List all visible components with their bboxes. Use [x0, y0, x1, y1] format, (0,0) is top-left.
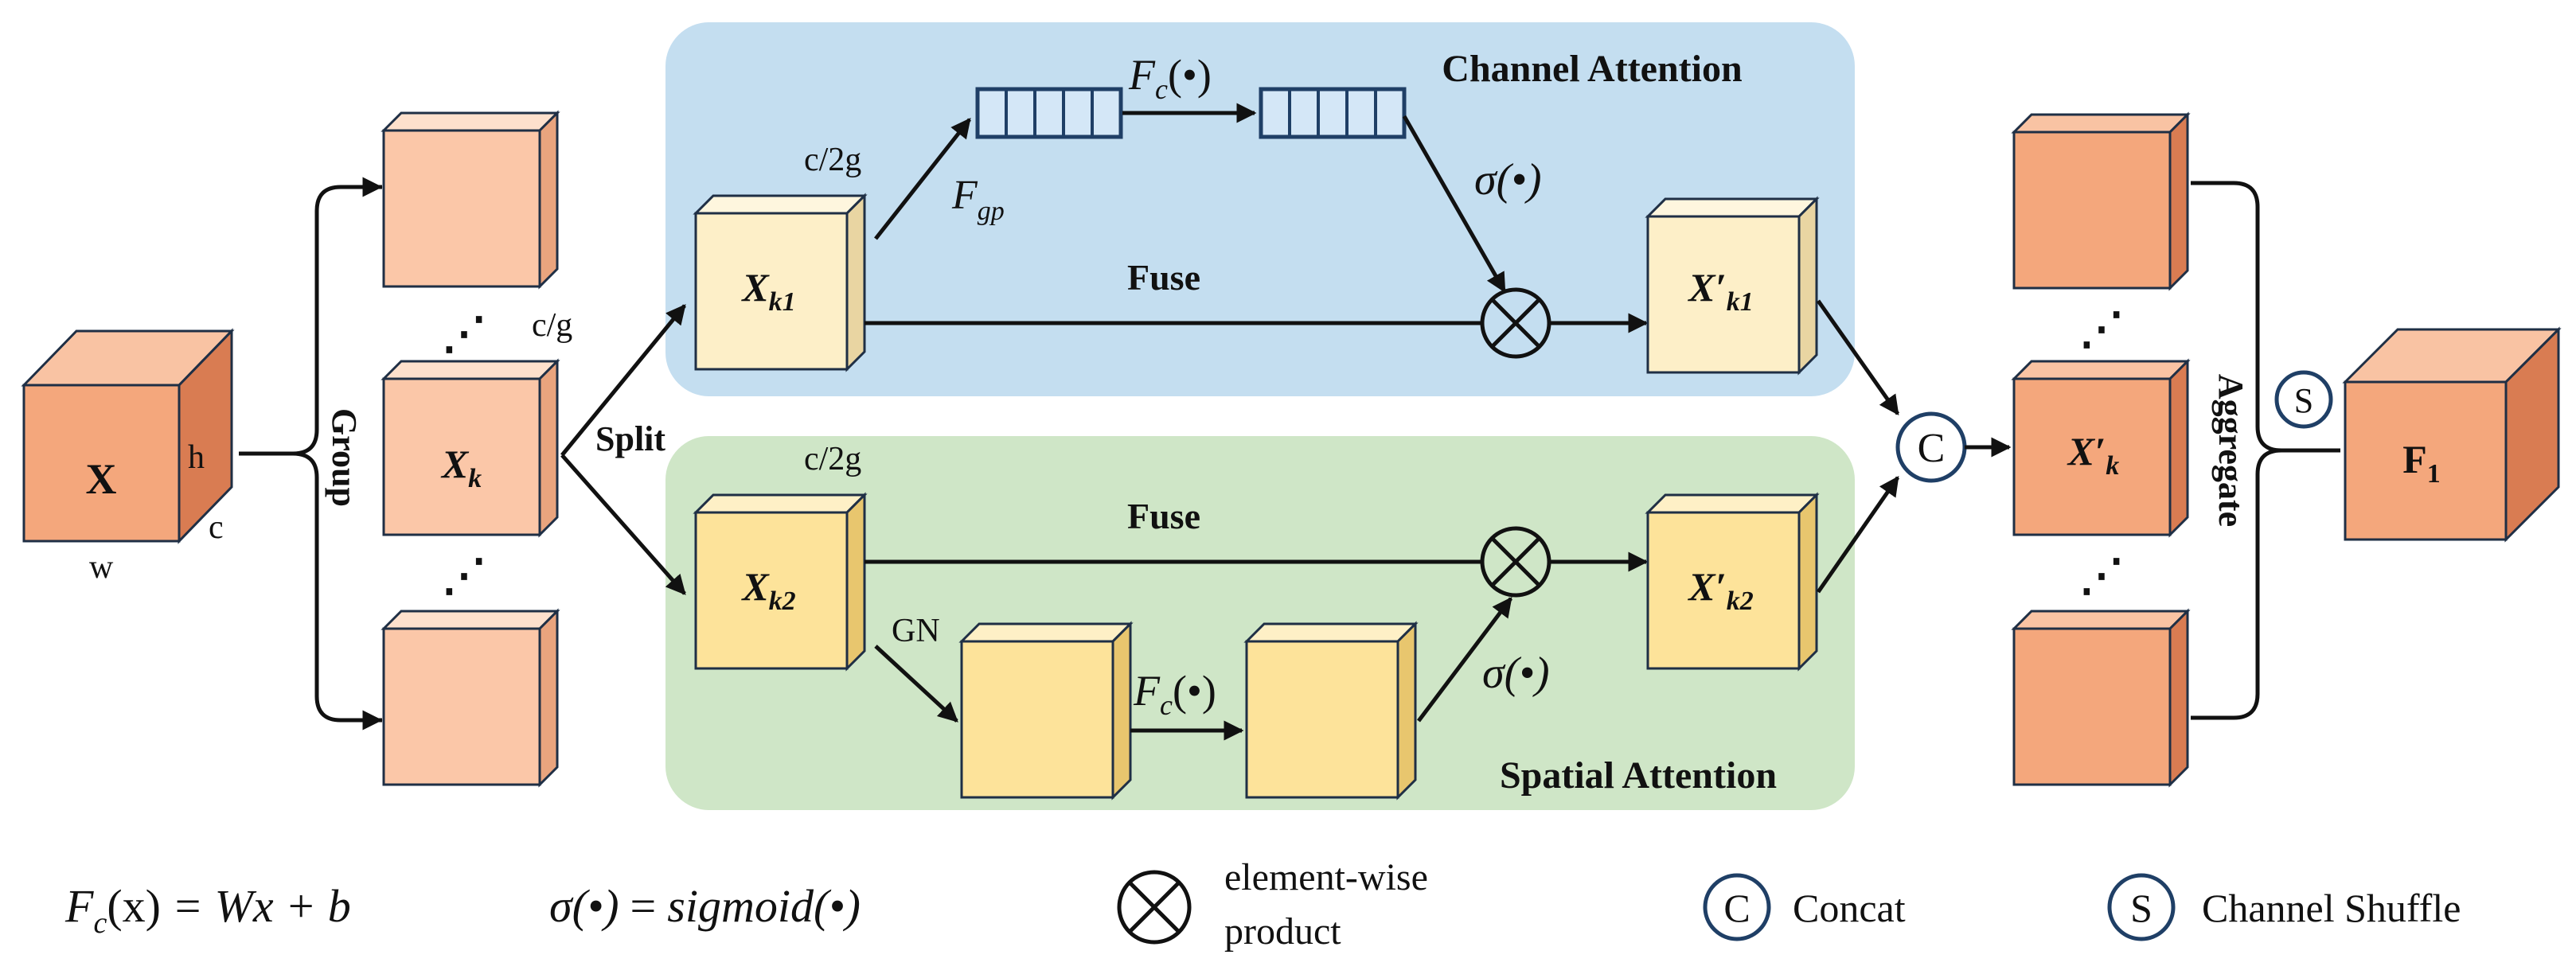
channel-attention-title: Channel Attention: [1442, 48, 1742, 90]
group-label: Group: [325, 408, 364, 507]
shuffle-icon: S: [2274, 370, 2333, 429]
group-dots-bottom: ⋰: [442, 551, 486, 601]
legend-product-icon: [1117, 870, 1192, 945]
legend-shuffle-label: Channel Shuffle: [2202, 886, 2461, 930]
legend-fc-formula: Fc(x)= Wx + b: [64, 880, 351, 940]
aggregate-cube-bottom: [2011, 608, 2191, 788]
channel-vector-out: [1259, 87, 1407, 139]
legend-shuffle-icon: S: [2107, 873, 2176, 941]
dim-h-label: h: [188, 439, 205, 476]
xk1-cube: Xk1: [693, 193, 868, 372]
legend-product-line1: element-wise: [1224, 856, 1428, 898]
fc-top-label: Fc(•): [1128, 51, 1212, 105]
legend-sigma-formula: σ(•)=sigmoid(•): [549, 880, 861, 932]
svg-text:S: S: [2294, 381, 2313, 420]
fc-bottom-label: Fc(•): [1133, 667, 1216, 721]
svg-text:C: C: [1723, 886, 1750, 930]
group-cube-bottom: [381, 608, 560, 788]
dim-c-g-label: c/g: [532, 307, 572, 344]
xk1-prime-label: X′k1: [1687, 265, 1753, 317]
split-arrow-down: [560, 454, 686, 595]
xk-prime-label: X′k: [2067, 429, 2119, 481]
legend-concat-label: Concat: [1793, 886, 1906, 930]
split-label: Split: [595, 419, 665, 458]
xk-label: Xk: [440, 442, 482, 493]
aggregate-dots-bottom: ⋰: [2079, 551, 2124, 601]
dim-c-2g-bottom-label: c/2g: [804, 441, 861, 477]
fuse-bottom-label: Fuse: [1127, 496, 1200, 536]
gn-cube: [958, 621, 1134, 801]
fuse-top-label: Fuse: [1127, 257, 1200, 298]
multiply-bottom-icon: [1480, 526, 1551, 598]
channel-vector-in: [975, 87, 1123, 139]
group-dots-top: ⋰: [442, 310, 486, 359]
sigma-top-arrow: [1402, 115, 1507, 294]
gn-arrow: [874, 645, 958, 723]
dim-c-label: c: [209, 509, 224, 546]
concat-icon: C: [1895, 411, 1967, 483]
split-arrow-up: [560, 304, 686, 457]
xk2-prime-cube: X′k2: [1645, 492, 1820, 672]
aggregate-cube-xk-prime: X′k: [2011, 358, 2191, 538]
sigma-bottom-arrow: [1417, 597, 1512, 723]
sigma-bottom-label: σ(•): [1482, 649, 1550, 698]
aggregate-cube-top: [2011, 111, 2191, 291]
xk2-label: Xk2: [740, 564, 795, 616]
fgp-label: Fgp: [951, 173, 1005, 226]
legend-product-line2: product: [1224, 910, 1341, 953]
input-cube-x: X: [21, 328, 235, 544]
legend-concat-icon: C: [1703, 873, 1771, 941]
xk2-prime-label: X′k2: [1687, 564, 1753, 616]
svg-text:C: C: [1918, 426, 1946, 471]
xk2-cube: Xk2: [693, 492, 868, 672]
aggregate-dots-top: ⋰: [2079, 305, 2124, 354]
channel-attention-panel: [665, 22, 1855, 396]
xk1-prime-cube: X′k1: [1645, 196, 1820, 376]
xk1prime-to-concat: [1816, 299, 1900, 416]
output-f1-label: F1: [2402, 437, 2441, 489]
multiply-top-icon: [1480, 287, 1551, 359]
aggregate-label: Aggregate: [2211, 374, 2250, 527]
svg-text:S: S: [2130, 886, 2153, 930]
fgp-arrow: [874, 118, 971, 240]
group-cube-top: [381, 110, 560, 290]
dim-w-label: w: [89, 549, 114, 586]
sigma-top-label: σ(•): [1474, 155, 1542, 205]
spatial-attention-title: Spatial Attention: [1500, 754, 1777, 797]
xk2prime-to-concat: [1816, 475, 1900, 594]
input-x-label: X: [86, 455, 117, 503]
output-cube-f1: F1: [2342, 326, 2562, 543]
xk1-label: Xk1: [740, 265, 795, 317]
group-brace: [292, 185, 382, 723]
legend: Fc(x)= Wx + b σ(•)=sigmoid(•) element-wi…: [64, 856, 2461, 953]
group-cube-xk: Xk: [381, 358, 560, 538]
gn-label: GN: [892, 613, 940, 649]
fc-cube: [1243, 621, 1419, 801]
dim-c-2g-top-label: c/2g: [804, 142, 861, 178]
